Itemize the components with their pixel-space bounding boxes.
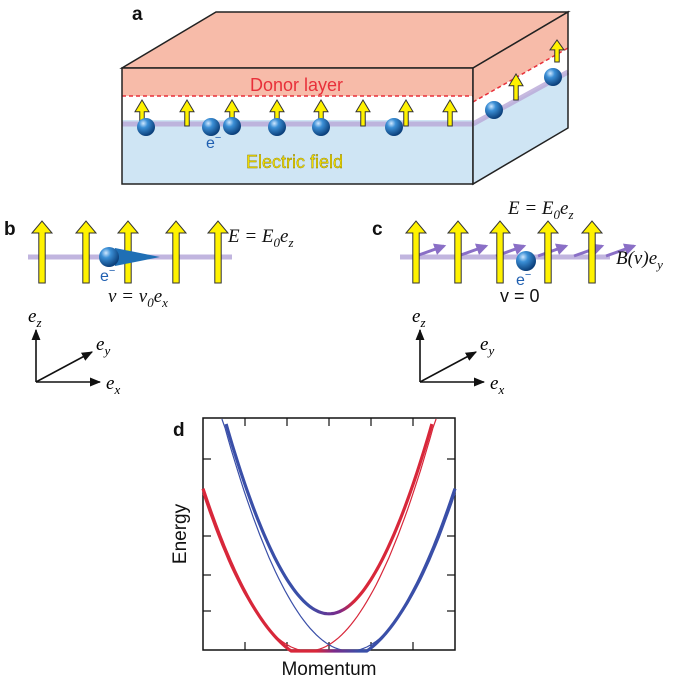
velocity-equation-b: v = v0ex: [108, 286, 168, 310]
electron-a: [312, 118, 330, 136]
electron-label-c: e−: [516, 269, 531, 289]
band-blue-thin: [221, 418, 456, 652]
axis-ez-c: ez: [412, 306, 426, 330]
side-donor: [473, 12, 568, 102]
field-arrow-c: [580, 220, 604, 284]
axes-c: ez ey ex: [412, 306, 504, 397]
panel-c-label: c: [372, 219, 383, 240]
magnetic-equation-c: B(v)ey: [616, 248, 663, 272]
side-donor-boundary: [472, 47, 569, 103]
lower-band: [201, 488, 457, 653]
field-arrow-b: [30, 220, 54, 284]
x-axis-label: Momentum: [281, 659, 376, 680]
field-arrow-c: [446, 220, 470, 284]
field-arrow-a: [355, 99, 371, 127]
substrate-front: [122, 120, 473, 184]
axis-ey-c: ey: [480, 334, 494, 358]
magnetic-arrow: [573, 243, 605, 258]
velocity-equation-c: v = 0: [500, 286, 540, 306]
electric-field-label: Electric field: [246, 152, 343, 172]
field-arrow-a: [179, 99, 195, 127]
electron-a: [223, 117, 241, 135]
panel-b: b e− E = E0ez v = v0ex ez ey ex: [4, 219, 294, 397]
panel-c: c e− E = E0ez B(v)ey v = 0 ez ey ex: [372, 198, 663, 397]
electron-label-b: e−: [100, 265, 115, 285]
velocity-arrow: [115, 248, 160, 266]
side-substrate: [473, 72, 568, 184]
electron-a: [268, 118, 286, 136]
panel-d-label: d: [173, 420, 185, 441]
axis-ey-b: ey: [96, 334, 110, 358]
electron-a: [202, 118, 220, 136]
field-equation-c: E = E0ez: [507, 198, 574, 222]
spacer-front: [122, 96, 473, 120]
axis-ex-b: ex: [106, 373, 120, 397]
electrons-a: [137, 68, 562, 136]
axes-b: ez ey ex: [28, 306, 120, 397]
magnetic-arrow: [537, 243, 569, 258]
axis-ez-b: ez: [28, 306, 42, 330]
electron-b: [99, 247, 119, 267]
field-arrow-c: [536, 220, 560, 284]
electron-label-a: e−: [206, 132, 221, 152]
donor-layer-front: [122, 68, 473, 96]
magnetic-arrow: [415, 243, 447, 258]
panel-d: d Momentum Energy: [170, 417, 457, 680]
field-arrow-b: [164, 220, 188, 284]
upper-band: [224, 423, 434, 616]
field-arrow-a: [398, 99, 414, 127]
band-curves: [201, 418, 457, 653]
field-arrow-c: [488, 220, 512, 284]
magnetic-arrow: [457, 243, 489, 258]
slab-side-outline: [472, 10, 569, 186]
field-equation-b: E = E0ez: [227, 226, 294, 250]
donor-layer-label: Donor layer: [250, 75, 343, 95]
panel-a-label: a: [132, 4, 143, 25]
field-arrow-c: [404, 220, 428, 284]
electron-c: [516, 251, 536, 271]
field-arrows-c: [404, 220, 604, 284]
axis-ex-c: ex: [490, 373, 504, 397]
electron-a: [385, 118, 403, 136]
band-red-thin: [202, 418, 437, 652]
electron-a: [485, 101, 503, 119]
y-axis-label: Energy: [170, 503, 191, 564]
field-arrow-a: [549, 39, 565, 63]
electron-a: [544, 68, 562, 86]
panel-b-label: b: [4, 219, 16, 240]
panel-a: a Donor layer Electric field e−: [119, 4, 571, 186]
field-arrow-b: [206, 220, 230, 284]
field-arrow-a: [508, 73, 524, 101]
electron-a: [137, 118, 155, 136]
magnetic-arrow: [605, 243, 637, 258]
field-arrow-b: [74, 220, 98, 284]
field-arrow-a: [442, 99, 458, 127]
